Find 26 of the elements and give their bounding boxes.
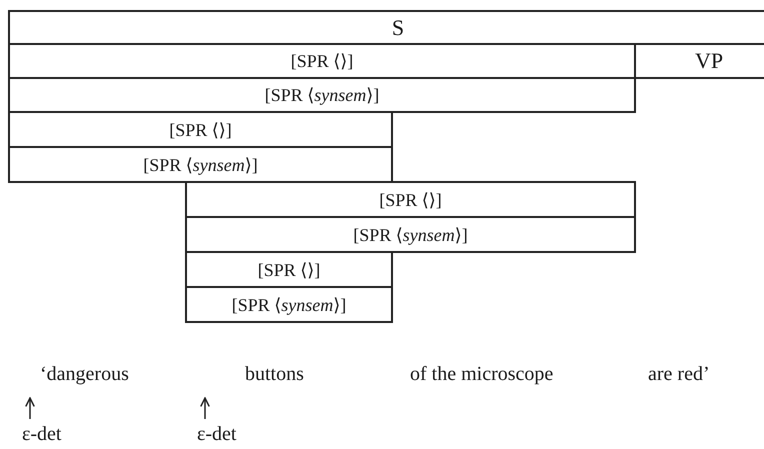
feature-box — [185, 181, 636, 218]
arrow — [200, 397, 210, 419]
feature-box — [8, 111, 393, 148]
feature-box — [8, 10, 764, 45]
arrow — [25, 397, 35, 419]
feature-box — [185, 216, 636, 253]
feature-box — [185, 251, 393, 288]
empty-category-label: ε-det — [197, 424, 236, 444]
empty-category-label: ε-det — [22, 424, 62, 444]
word-label: buttons — [245, 364, 304, 384]
word-label: of the microscope — [410, 364, 554, 384]
feature-label: [SPR ⟨synsem⟩] — [264, 86, 380, 104]
feature-label: [SPR ⟨⟩] — [169, 120, 232, 138]
feature-box — [8, 77, 636, 113]
feature-label: [SPR ⟨⟩] — [290, 52, 354, 70]
feature-label: [SPR ⟨synsem⟩] — [143, 156, 258, 174]
feature-label: [SPR ⟨synsem⟩] — [353, 226, 468, 244]
feature-label: S — [392, 16, 404, 38]
feature-box — [185, 286, 393, 323]
feature-label: [SPR ⟨synsem⟩] — [232, 296, 346, 314]
word-label: ‘dangerous — [40, 364, 129, 384]
feature-label: VP — [694, 50, 724, 72]
feature-box — [8, 146, 393, 183]
feature-label: [SPR ⟨⟩] — [258, 260, 320, 278]
feature-label: [SPR ⟨⟩] — [379, 190, 442, 208]
word-label: are red’ — [648, 364, 710, 384]
